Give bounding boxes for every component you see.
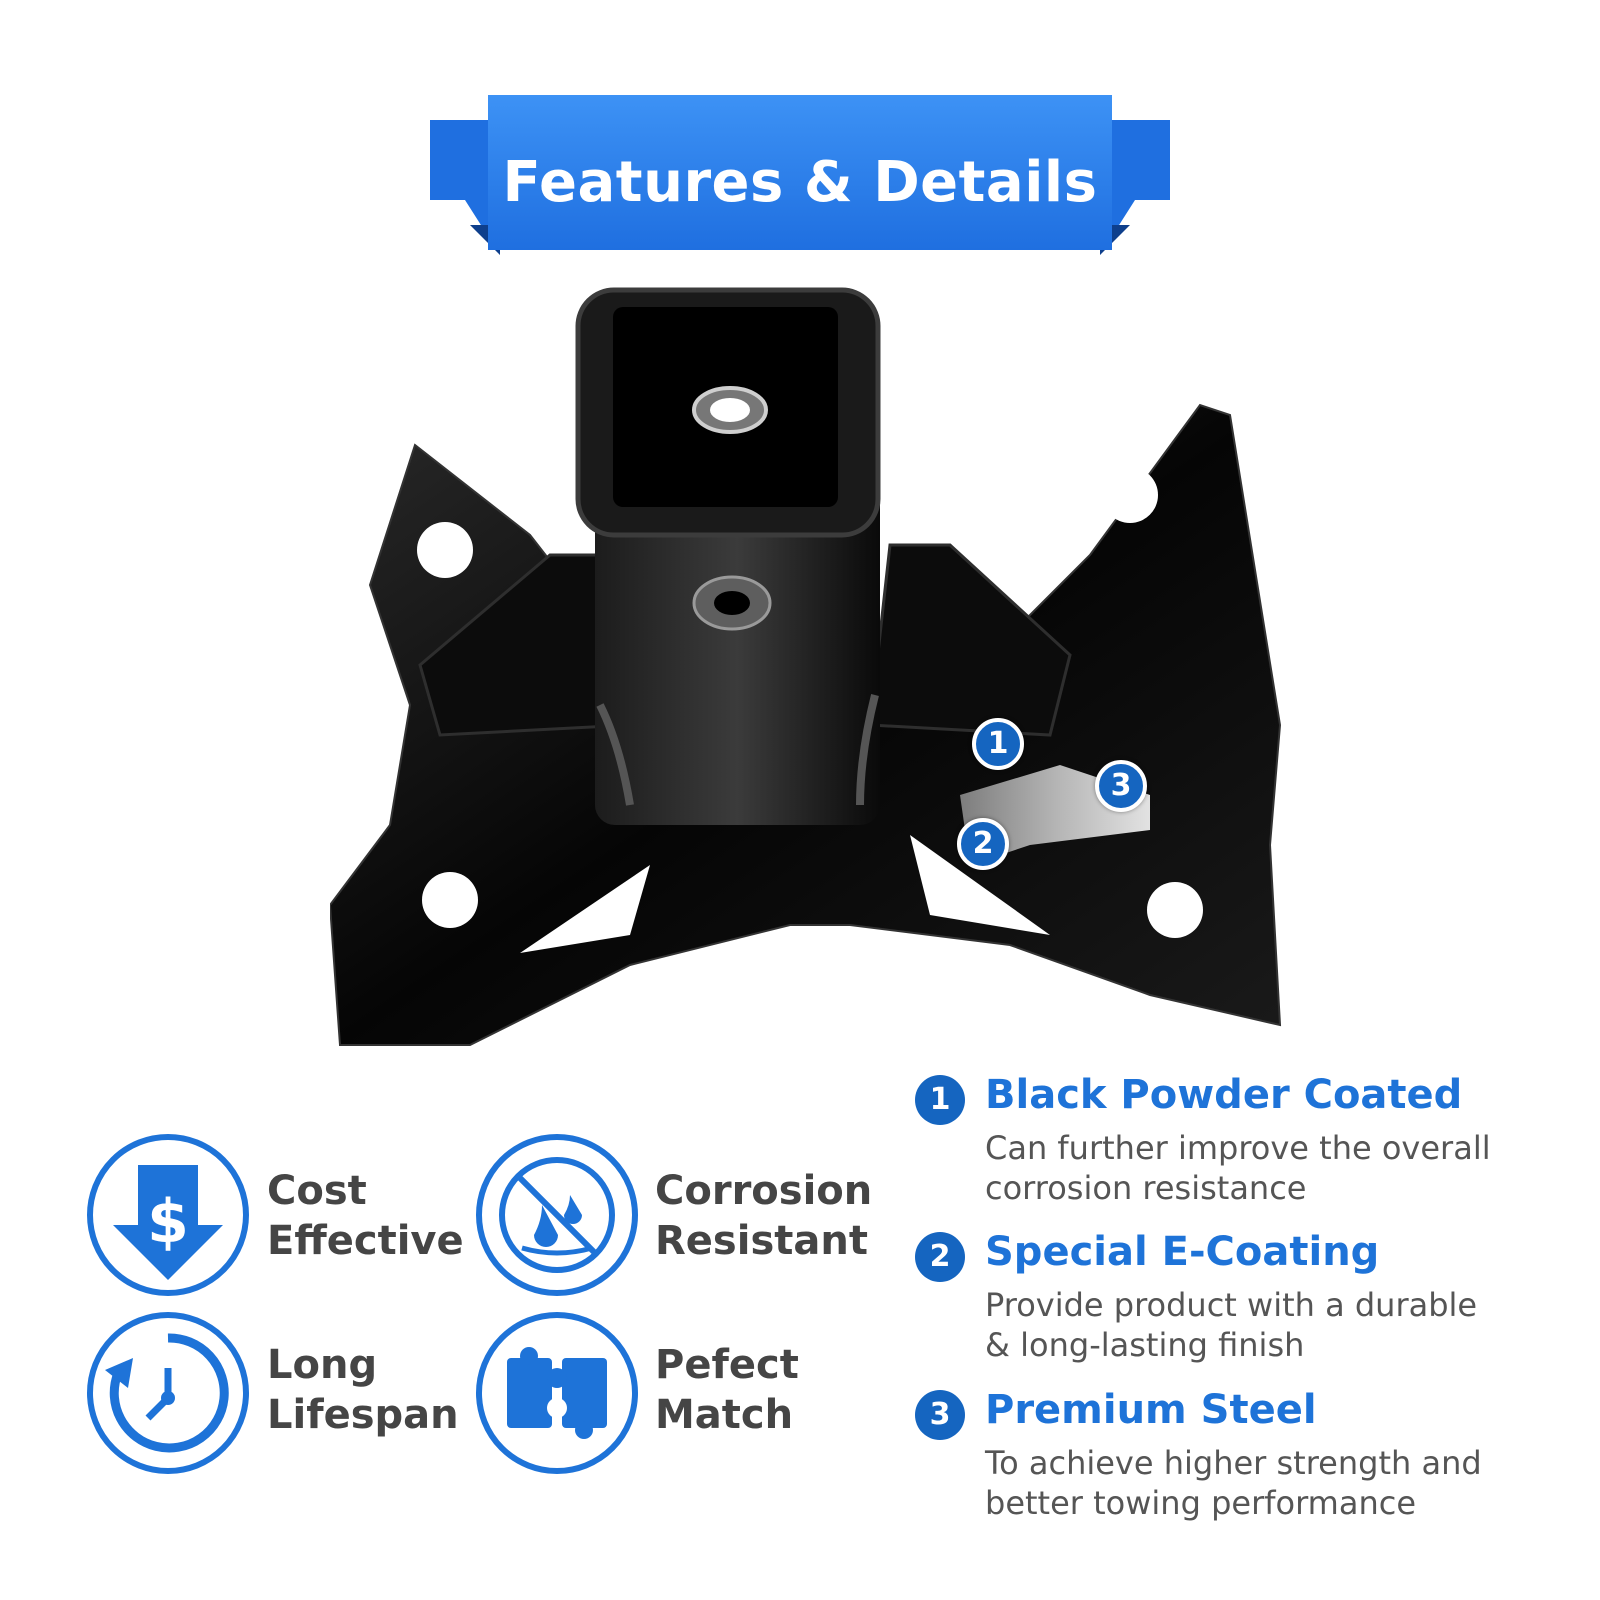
- detail-desc-line2: better towing performance: [985, 1484, 1416, 1522]
- feature-long-lifespan: Long Lifespan: [267, 1340, 459, 1440]
- title-banner: [430, 95, 1170, 255]
- feature-label-line2: Lifespan: [267, 1392, 459, 1438]
- detail-title-3: Premium Steel: [985, 1387, 1317, 1433]
- feature-label-line1: Long: [267, 1342, 378, 1388]
- feature-label-line1: Cost: [267, 1168, 367, 1214]
- detail-title-2: Special E-Coating: [985, 1229, 1380, 1275]
- dollar-down-arrow-icon: $: [87, 1134, 249, 1296]
- callout-marker-3: 3: [1095, 760, 1147, 812]
- feature-label-line2: Resistant: [655, 1218, 868, 1264]
- detail-description-3: To achieve higher strength and better to…: [985, 1443, 1545, 1523]
- svg-text:$: $: [147, 1187, 189, 1257]
- clock-cycle-icon: [87, 1312, 249, 1474]
- detail-description-2: Provide product with a durable & long-la…: [985, 1285, 1545, 1365]
- detail-title-1: Black Powder Coated: [985, 1072, 1463, 1118]
- puzzle-pieces-icon: [476, 1312, 638, 1474]
- detail-desc-line2: corrosion resistance: [985, 1169, 1307, 1207]
- detail-number-3: 3: [915, 1390, 965, 1440]
- detail-desc-line2: & long-lasting finish: [985, 1326, 1305, 1364]
- detail-description-1: Can further improve the overall corrosio…: [985, 1128, 1545, 1208]
- page-title: Features & Details: [502, 150, 1098, 215]
- feature-label-line1: Pefect: [655, 1342, 799, 1388]
- detail-desc-line1: Provide product with a durable: [985, 1286, 1478, 1324]
- feature-corrosion-resistant: Corrosion Resistant: [655, 1166, 872, 1266]
- detail-number-1: 1: [915, 1075, 965, 1125]
- detail-desc-line1: Can further improve the overall: [985, 1129, 1491, 1167]
- no-water-drops-icon: [476, 1134, 638, 1296]
- feature-label-line2: Effective: [267, 1218, 464, 1264]
- feature-label-line1: Corrosion: [655, 1168, 873, 1214]
- callout-marker-2: 2: [957, 818, 1009, 870]
- detail-desc-line1: To achieve higher strength and: [985, 1444, 1482, 1482]
- feature-label-line2: Match: [655, 1392, 794, 1438]
- feature-cost-effective: Cost Effective: [267, 1166, 464, 1266]
- callout-marker-1: 1: [972, 718, 1024, 770]
- hitch-receiver-plate-image: [330, 287, 1282, 1046]
- feature-perfect-match: Pefect Match: [655, 1340, 799, 1440]
- detail-number-2: 2: [915, 1232, 965, 1282]
